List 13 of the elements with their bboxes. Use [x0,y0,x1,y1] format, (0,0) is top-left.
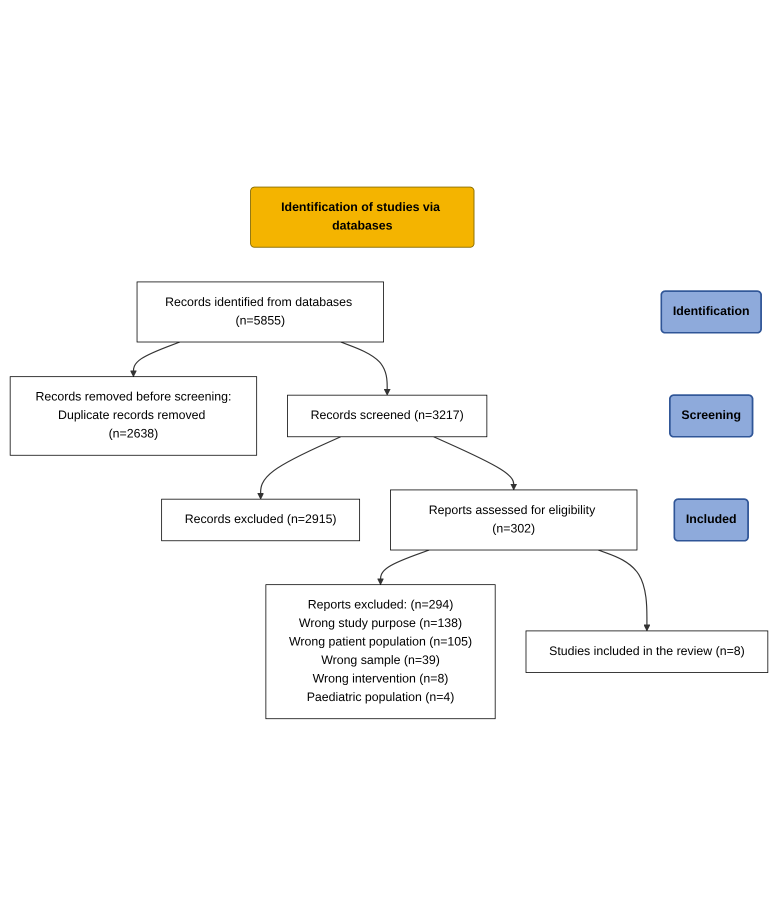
node-box: Reports assessed for eligibility (n=302) [390,490,638,550]
arrow [598,550,650,632]
node-box: Studies included in the review (n=8) [526,630,768,673]
arrow [433,436,518,490]
node-box: Records excluded (n=2915) [161,498,360,542]
node-box: Records screened (n=3217) [287,394,488,438]
node-box: Records removed before screening: Duplicate records removed (n=2638) [10,376,258,456]
arrow [377,550,430,586]
arrow [130,342,180,378]
node-box: Records identified from databases (n=5855) [136,282,384,342]
node-box: Reports excluded: (n=294) Wrong study purpose (n=138) Wrong patient population (n=105) Wrong sample (n=39) Wrong intervention (n=8) Paediatric population (n=4) [265,584,496,720]
arrow [340,342,391,396]
arrow [257,436,341,500]
